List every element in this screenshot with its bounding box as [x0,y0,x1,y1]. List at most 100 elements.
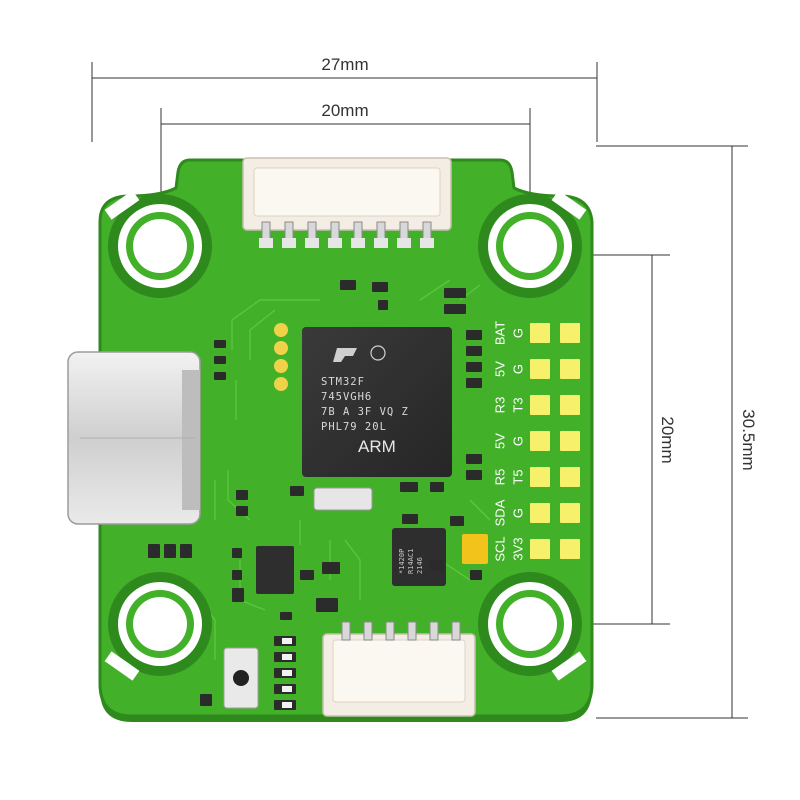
smd-part [232,570,242,580]
dim-mount-width: 20mm [321,101,368,120]
crystal [313,487,373,511]
smd-part [378,300,388,310]
pad-label-inner: 3V3 [510,537,525,560]
smd-part [214,356,226,364]
connector-pin [429,621,439,641]
smd-part [466,470,482,480]
smd-part [430,482,444,492]
ec-logo-icon [370,345,386,361]
smd-part [400,482,418,492]
solder-pad-grid [530,323,580,559]
regulator-chip [256,546,294,594]
tantalum-cap [462,534,488,564]
pad-label-inner: G [510,508,525,518]
smd-part [466,454,482,464]
smd-part [466,362,482,372]
mcu-line-3: 7B A 3F VQ Z [321,406,409,418]
connector-pin-pad [420,238,434,248]
connector-pin [407,621,417,641]
smd-part [322,562,340,574]
mcu-line-2: 745VGH6 [321,391,372,403]
mounting-hole-top-left [104,190,212,298]
smd-part [214,340,226,348]
pad-label-outer: R3 [492,397,507,414]
smd-part [316,598,338,612]
solder-pad [530,359,550,379]
smd-part [466,330,482,340]
smd-part [290,486,304,496]
smd-part [232,548,242,558]
mcu-chip: STM32F 745VGH6 7B A 3F VQ Z PHL79 20L AR… [302,327,452,477]
top-jst-connector [242,157,452,248]
pad-label-outer: BAT [492,321,507,345]
led [282,638,292,644]
smd-part [164,544,176,558]
solder-pad [530,539,550,559]
smd-part [200,694,212,706]
smd-part [372,282,388,292]
led [282,670,292,676]
solder-pad [560,395,580,415]
smd-part [280,612,292,620]
bottom-connector-pins [341,621,461,641]
boot-button-cap [233,670,249,686]
pad-label-inner: T3 [510,397,525,412]
sensor-line-2: R14AC1 [407,549,415,574]
connector-pin [451,621,461,641]
dim-outer-height: 30.5mm [739,409,758,470]
solder-pad [530,395,550,415]
connector-pin [363,621,373,641]
solder-pad [530,323,550,343]
solder-pad [530,431,550,451]
connector-pin [341,621,351,641]
smd-components [148,280,482,710]
sensor-chip: *1420P R14AC1 2146 [392,528,446,586]
smd-part [466,346,482,356]
sensor-line-3: 2146 [416,557,424,574]
solder-pad [560,431,580,451]
solder-pad [530,503,550,523]
test-pads [274,323,288,391]
pad-label-outer: SDA [492,499,507,526]
smd-part [430,560,444,570]
usb-c-port [67,351,201,525]
smd-part [340,280,356,290]
dimension-lines [91,62,748,719]
smd-part [236,506,248,516]
pcb-edge [100,684,592,722]
connector-pin-pad [374,238,388,248]
smd-part [214,372,226,380]
smd-part [148,544,160,558]
solder-pad [560,539,580,559]
pad-label-inner: G [510,328,525,338]
led [282,686,292,692]
solder-pad [560,467,580,487]
connector-pin-pad [351,238,365,248]
smd-part [466,378,482,388]
top-connector-pins [259,221,434,248]
mounting-hole-top-right [478,190,587,298]
st-logo-icon [333,348,357,362]
mounting-hole-bottom-left [104,572,212,681]
led [282,702,292,708]
mcu-line-1: STM32F [321,376,365,388]
pad-label-inner: G [510,364,525,374]
solder-pad [560,323,580,343]
smd-part [236,490,248,500]
solder-pad [530,467,550,487]
connector-pin-pad [328,238,342,248]
pad-label-outer: 5V [492,433,507,449]
connector-pin [385,621,395,641]
pad-label-inner: G [510,436,525,446]
bottom-jst-connector [322,621,476,717]
solder-pad [560,359,580,379]
pad-label-outer: SCL [492,536,507,561]
smd-part [402,514,418,524]
connector-pin-pad [259,238,273,248]
dim-mount-height: 20mm [658,416,677,463]
smd-part [450,516,464,526]
mcu-line-4: PHL79 20L [321,421,387,433]
smd-part [180,544,192,558]
pad-label-outer: 5V [492,361,507,377]
